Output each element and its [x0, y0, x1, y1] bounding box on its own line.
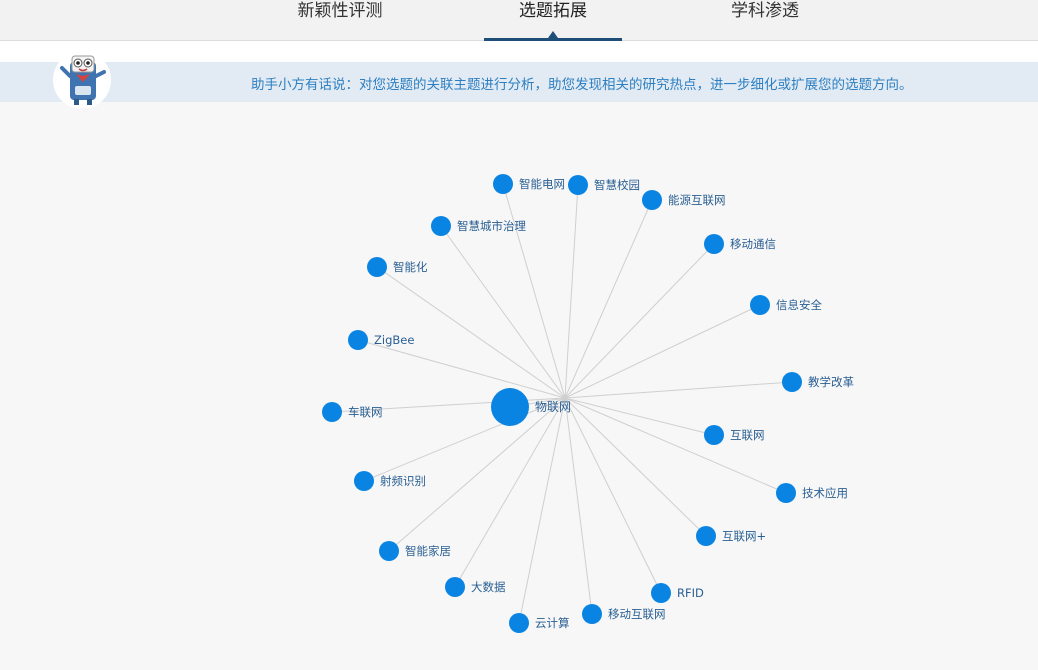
- assistant-mascot-icon: [53, 52, 111, 108]
- graph-edge: [376, 266, 566, 399]
- graph-edge: [564, 397, 662, 594]
- topic-node[interactable]: 移动互联网: [582, 604, 666, 624]
- topic-node[interactable]: 大数据: [445, 577, 506, 597]
- active-tab-underline: [484, 38, 622, 41]
- topic-node[interactable]: 互联网+: [696, 526, 766, 546]
- graph-edges: [331, 183, 793, 624]
- center-node-label: 物联网: [535, 400, 571, 414]
- topic-node-dot: [367, 257, 387, 277]
- topic-node[interactable]: 技术应用: [776, 483, 848, 503]
- topic-node[interactable]: 互联网: [704, 425, 765, 445]
- topic-node-label: 智慧城市治理: [457, 219, 526, 233]
- graph-edge: [454, 397, 566, 588]
- topic-node-dot: [651, 583, 671, 603]
- topic-node[interactable]: 云计算: [509, 613, 570, 633]
- tab-novelty-evaluation[interactable]: 新颖性评测: [297, 1, 383, 21]
- graph-edge: [518, 397, 566, 624]
- topic-node-dot: [431, 216, 451, 236]
- topic-node[interactable]: 智能电网: [493, 174, 565, 194]
- topic-node-label: 智能电网: [519, 177, 565, 191]
- topic-node-label: 移动通信: [730, 237, 776, 251]
- assistant-tip-bar: [0, 62, 1038, 102]
- topic-node-label: 智慧校园: [594, 178, 640, 192]
- tab-discipline-penetration[interactable]: 学科渗透: [731, 1, 799, 21]
- topic-node-dot: [509, 613, 529, 633]
- topic-node[interactable]: 能源互联网: [642, 190, 726, 210]
- topic-node-dot: [348, 330, 368, 350]
- topic-node-dot: [782, 372, 802, 392]
- assistant-tip-text: 助手小方有话说：对您选题的关联主题进行分析，助您发现相关的研究热点，进一步细化或…: [251, 77, 913, 93]
- topic-node-dot: [445, 577, 465, 597]
- graph-edge: [564, 381, 793, 399]
- topic-node[interactable]: 智能家居: [379, 541, 451, 561]
- tab-topic-expansion[interactable]: 选题拓展: [519, 1, 587, 21]
- graph-edge: [564, 397, 715, 436]
- top-tab-bar: 新颖性评测 选题拓展 学科渗透: [0, 0, 1038, 41]
- topic-node[interactable]: 智慧城市治理: [431, 216, 526, 236]
- active-tab-caret-icon: [548, 31, 558, 38]
- topic-node-label: 射频识别: [380, 474, 426, 488]
- topic-node[interactable]: 车联网: [322, 402, 383, 422]
- graph-edge: [564, 184, 579, 399]
- topic-node[interactable]: 教学改革: [782, 372, 854, 392]
- topic-node-label: 智能化: [393, 260, 428, 274]
- topic-node-label: RFID: [677, 586, 704, 600]
- graph-edge: [564, 199, 653, 399]
- topic-node-dot: [354, 471, 374, 491]
- graph-edge: [440, 225, 566, 399]
- topic-node-dot: [493, 174, 513, 194]
- topic-node-label: 互联网+: [722, 529, 766, 543]
- topic-node-dot: [322, 402, 342, 422]
- topic-node[interactable]: 智慧校园: [568, 175, 640, 195]
- topic-node-dot: [582, 604, 602, 624]
- topic-node-dot: [704, 425, 724, 445]
- topic-node-dot: [696, 526, 716, 546]
- spacer-bar: [0, 41, 1038, 62]
- topic-node-dot: [379, 541, 399, 561]
- topic-node[interactable]: 信息安全: [750, 295, 822, 315]
- topic-node-label: 技术应用: [802, 486, 848, 500]
- graph-edge: [357, 339, 566, 399]
- graph-edge: [502, 183, 566, 399]
- topic-node-label: 车联网: [348, 405, 383, 419]
- graph-edge: [388, 397, 566, 552]
- topic-node-label: 互联网: [730, 428, 765, 442]
- topic-node-label: ZigBee: [374, 333, 414, 347]
- graph-edge: [564, 397, 593, 615]
- graph-edge: [564, 397, 787, 494]
- topic-node[interactable]: 移动通信: [704, 234, 776, 254]
- graph-edge: [564, 243, 715, 399]
- topic-node[interactable]: RFID: [651, 583, 704, 603]
- topic-node-label: 教学改革: [808, 375, 854, 389]
- center-node[interactable]: 物联网: [491, 388, 571, 426]
- topic-node-dot: [568, 175, 588, 195]
- graph-edge: [564, 397, 707, 537]
- topic-node-dot: [750, 295, 770, 315]
- topic-node-label: 大数据: [471, 580, 506, 594]
- center-node-dot: [491, 388, 529, 426]
- topic-node[interactable]: 射频识别: [354, 471, 426, 491]
- topic-node-label: 信息安全: [776, 298, 822, 312]
- topic-node-label: 云计算: [535, 616, 570, 630]
- graph-edge: [363, 397, 566, 482]
- topic-node-dot: [776, 483, 796, 503]
- topic-node-label: 智能家居: [405, 544, 451, 558]
- topic-node-label: 移动互联网: [608, 607, 666, 621]
- graph-edge: [564, 304, 761, 399]
- topic-node[interactable]: ZigBee: [348, 330, 414, 350]
- topic-node-dot: [642, 190, 662, 210]
- topic-node-dot: [704, 234, 724, 254]
- topic-node[interactable]: 智能化: [367, 257, 428, 277]
- topic-node-label: 能源互联网: [668, 193, 726, 207]
